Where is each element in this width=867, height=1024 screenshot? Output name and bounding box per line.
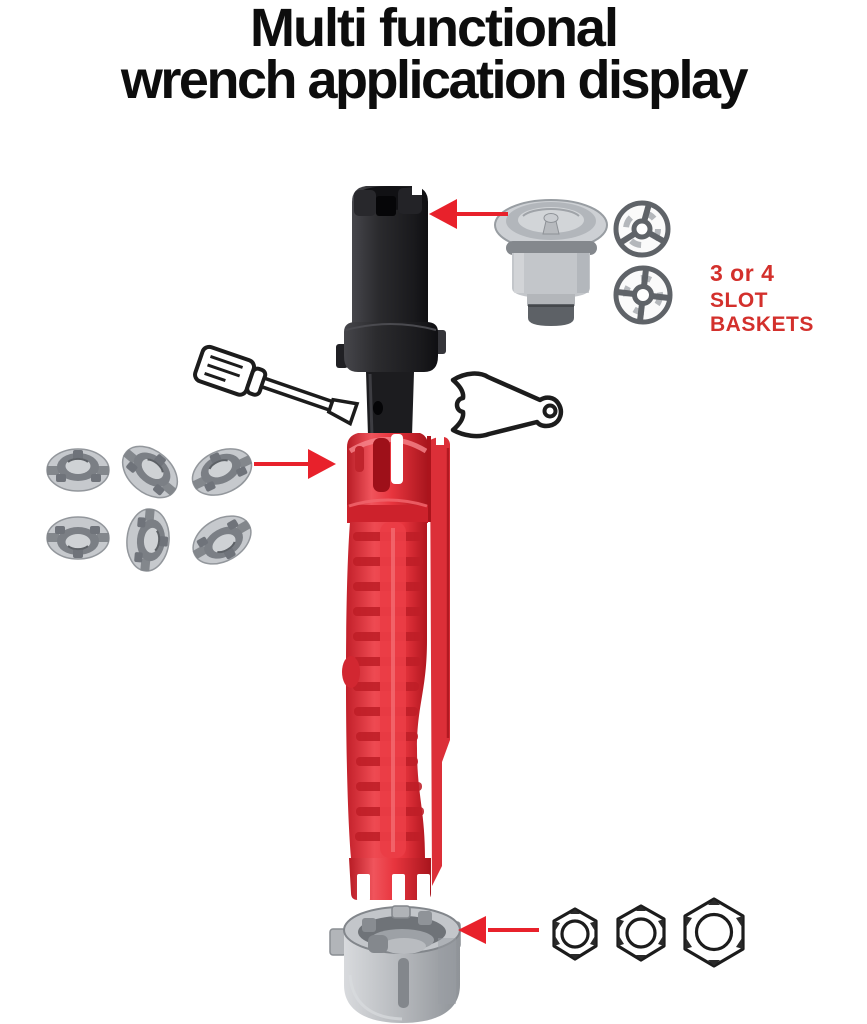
title-line-2: wrench application display [120,50,749,110]
open-end-wrench-icon [450,371,564,439]
socket-head-attachment [329,905,461,1023]
hex-nut-large [683,897,745,968]
arrow-basket-to-adapter [429,199,508,229]
hex-nut-small [552,907,598,961]
basket-label-line-1: 3 or 4 [710,260,775,286]
hex-nuts-icon [552,897,745,968]
four-slot-basket-icon [613,265,673,325]
adapter-collar [336,322,446,372]
hex-nut-medium [616,904,666,962]
drain-socket-adapter [336,184,446,440]
arrow-hexnuts-to-socket [458,916,539,944]
three-slot-basket-icon [613,200,671,258]
title-line-1: Multi functional [250,0,619,58]
adapter-square-drive [366,372,414,440]
screwdriver-icon [193,344,360,427]
arrow-nuts-to-wrench [254,449,336,479]
page-title: Multi functional wrench application disp… [0,0,867,110]
multi-functional-wrench [342,432,450,901]
basket-label-line-2: SLOT BASKETS [710,289,814,336]
faucet-mounting-nuts-icon [46,434,261,575]
sink-drain-basket-icon [494,199,608,326]
